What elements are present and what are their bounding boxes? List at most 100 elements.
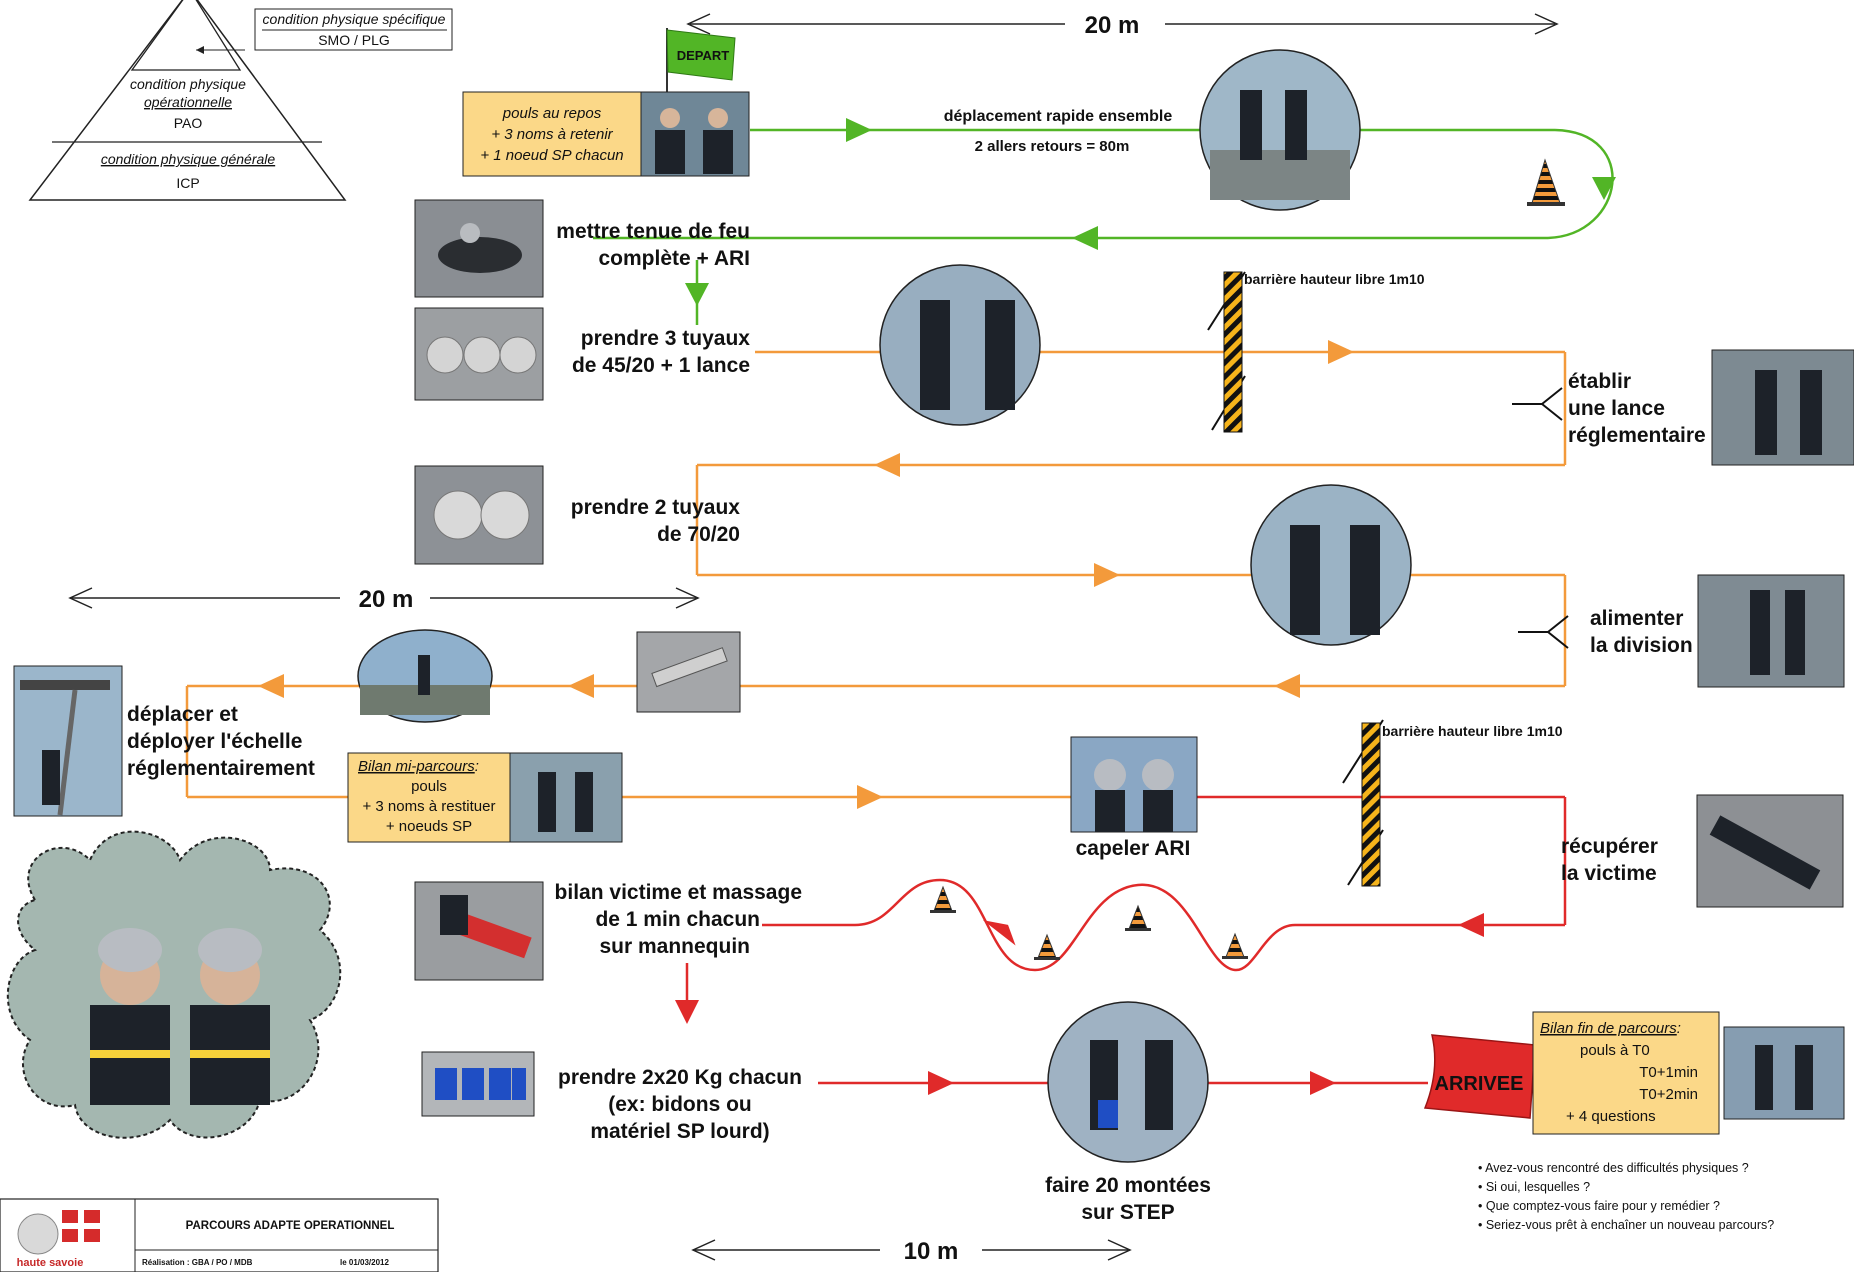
question-item: • Seriez-vous prêt à enchaîner un nouvea… (1478, 1218, 1774, 1232)
questions-list: • Avez-vous rencontré des difficultés ph… (1478, 1161, 1774, 1232)
step-etablir-line: réglementaire (1568, 424, 1706, 447)
footer-box: haute savoie PARCOURS ADAPTE OPERATIONNE… (0, 1198, 439, 1273)
mid-bilan-note: Bilan mi-parcours: pouls + 3 noms à rest… (347, 752, 511, 843)
question-item: • Avez-vous rencontré des difficultés ph… (1478, 1161, 1749, 1175)
step-victime-line: récupérer (1561, 835, 1658, 858)
orange-arrow (1328, 340, 1354, 364)
green-arrow (846, 118, 872, 142)
distance-top-left-arrow (686, 13, 711, 35)
photo-echelle-tower (13, 665, 123, 817)
red-arrow (675, 1000, 699, 1024)
end-bilan-title: Bilan fin de parcours (1540, 1020, 1677, 1037)
photo-victime (1696, 794, 1844, 908)
step-echelle-line: déployer l'échelle (127, 730, 302, 753)
orange-arrow (874, 453, 900, 477)
pyramid-mid-title-1: condition physique (130, 76, 246, 92)
photo-tuyaux-3 (414, 307, 544, 401)
depart-flag: DEPART (666, 28, 736, 92)
photo-mid-bilan (509, 752, 623, 843)
step-echelle-line: réglementairement (127, 757, 315, 780)
step-tuyaux3-line: de 45/20 + 1 lance (572, 354, 750, 377)
photo-start-pair (640, 91, 750, 177)
step-bilan-victime-line: bilan victime et massage (555, 881, 802, 904)
step-tuyaux2-line: de 70/20 (657, 523, 740, 546)
start-note-line: pouls au repos (502, 105, 602, 122)
cone-icon (930, 885, 956, 913)
distance-top-label: 20 m (1085, 12, 1140, 39)
distance-top-right-arrow (1534, 13, 1559, 35)
photo-etablir (1711, 349, 1854, 466)
barrier-1-label: barrière hauteur libre 1m10 (1244, 271, 1425, 287)
step-alimenter-line: la division (1590, 634, 1693, 657)
green-arrow (685, 283, 709, 306)
footer-realisation: Réalisation : GBA / PO / MDB (142, 1258, 253, 1267)
cone-icon (1527, 158, 1565, 206)
step-etablir-line: une lance (1568, 397, 1665, 420)
footer-date: le 01/03/2012 (340, 1258, 389, 1267)
photo-capeler (1070, 736, 1198, 833)
step-etablir-line: établir (1568, 370, 1631, 393)
mid-bilan-colon: : (475, 758, 479, 775)
barrier-2: barrière hauteur libre 1m10 (1342, 719, 1563, 887)
footer-title: PARCOURS ADAPTE OPERATIONNEL (186, 1220, 395, 1232)
step-victime-line: la victime (1561, 862, 1657, 885)
step-poids-line: (ex: bidons ou (608, 1093, 752, 1116)
photo-runners-circle (879, 264, 1041, 426)
pyramid-arrowhead (196, 46, 204, 54)
division-icon (1512, 387, 1563, 421)
distance-bottom: 10 m (691, 1238, 1132, 1265)
orange-arrow (1094, 563, 1120, 587)
question-item: • Que comptez-vous faire pour y remédier… (1478, 1199, 1720, 1213)
photo-alimenter-circle (1250, 484, 1412, 646)
step-tenue-line: complète + ARI (598, 247, 750, 270)
svg-text:Bilan mi-parcours:: Bilan mi-parcours: (358, 758, 479, 775)
start-note-line: + 3 noms à retenir (491, 126, 613, 143)
step-poids-line: matériel SP lourd) (590, 1120, 769, 1143)
step-tenue-line: mettre tenue de feu (556, 220, 750, 243)
run-sub: 2 allers retours = 80m (975, 138, 1130, 155)
photo-run-circle (1199, 49, 1361, 211)
orange-arrow (258, 674, 284, 698)
red-arrow (1310, 1071, 1336, 1095)
step-capeler: capeler ARI (1076, 837, 1191, 860)
red-arrow (928, 1071, 954, 1095)
logo-text: haute savoie (17, 1257, 84, 1269)
end-bilan-line: + 4 questions (1566, 1108, 1656, 1125)
photo-alimenter (1697, 574, 1845, 688)
mid-bilan-line: pouls (411, 778, 447, 795)
mid-bilan-title: Bilan mi-parcours (358, 758, 475, 775)
distance-middle: 20 m (68, 586, 700, 613)
arrivee-flag: ARRIVEE (1423, 1034, 1536, 1119)
end-bilan-line: pouls à T0 (1580, 1042, 1650, 1059)
pyramid-top-sub: SMO / PLG (318, 32, 390, 48)
end-bilan-line: T0+2min (1639, 1086, 1698, 1103)
orange-arrow (568, 674, 594, 698)
pyramid-bottom-sub: ICP (176, 175, 199, 191)
step-bilan-victime-line: de 1 min chacun (595, 908, 760, 931)
photo-tenue (414, 199, 544, 298)
step-poids-line: prendre 2x20 Kg chacun (558, 1066, 802, 1089)
cone-icon (1125, 904, 1151, 931)
start-note-line: + 1 noeud SP chacun (480, 147, 623, 164)
step-tuyaux3-line: prendre 3 tuyaux (581, 327, 751, 350)
pyramid-mid-sub: PAO (174, 115, 203, 131)
barrier-1: barrière hauteur libre 1m10 (1207, 271, 1425, 433)
pyramid-mid-title-2: opérationnelle (144, 94, 232, 110)
step-tuyaux2-line: prendre 2 tuyaux (571, 496, 741, 519)
green-arrow (1592, 177, 1616, 200)
pyramid-outer (28, 0, 347, 201)
question-item: • Si oui, lesquelles ? (1478, 1180, 1590, 1194)
pyramid-top (130, 0, 242, 71)
distance-bottom-label: 10 m (904, 1238, 959, 1265)
division-icon (1518, 615, 1569, 649)
svg-text:Bilan fin de parcours:: Bilan fin de parcours: (1540, 1020, 1681, 1037)
distance-top: 20 m (686, 12, 1559, 39)
photo-massage (414, 881, 544, 981)
depart-flag-label: DEPART (677, 48, 730, 63)
photo-end-bilan (1723, 1026, 1845, 1120)
sdis-logo: haute savoie (17, 1210, 100, 1269)
step-step-line: sur STEP (1081, 1201, 1174, 1224)
cone-icon (1034, 933, 1060, 960)
photo-ladder (636, 631, 741, 713)
